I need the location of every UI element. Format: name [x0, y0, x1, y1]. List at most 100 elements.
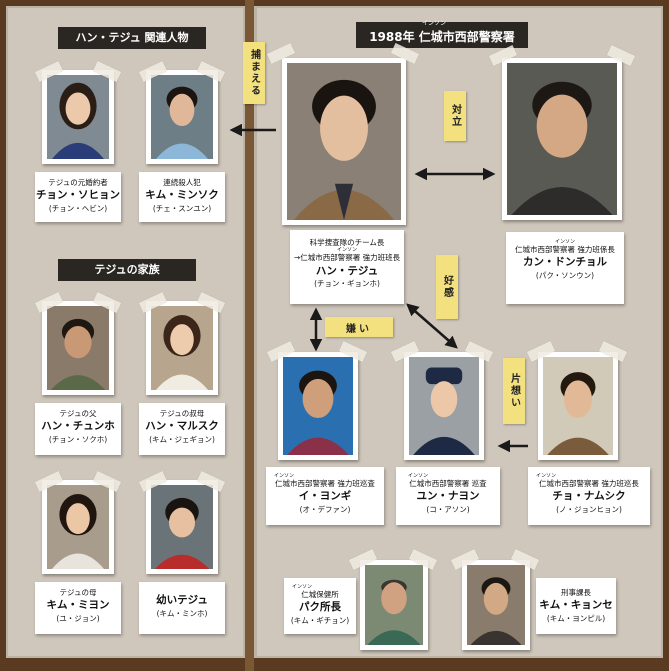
card-role: 刑事課長 [561, 588, 591, 597]
header-related: ハン・テジュ 関連人物 [58, 27, 206, 49]
card-role: 仁城市西部警察署 巡査 [409, 479, 487, 488]
card-role: 仁城市西部警察署 強力班巡長 [539, 479, 639, 488]
frame-bottom [0, 658, 669, 671]
card-park: インソン 仁城保健所 パク所長 (キム・ギチョン) [284, 578, 356, 634]
card-role: 仁城市西部警察署 強力班巡査 [275, 479, 375, 488]
card-name: チョ・ナムシク [552, 490, 626, 503]
portrait-namsik [543, 357, 613, 455]
card-namsik: インソン 仁城市西部警察署 強力班巡長 チョ・ナムシク (ノ・ジョンヒョン) [528, 467, 650, 525]
portrait-yonggi [283, 357, 353, 455]
card-name: イ・ヨンギ [298, 490, 352, 503]
card-mijoon: テジュの母 キム・ミヨン (ユ・ジョン) [35, 582, 121, 634]
card-actor: (チェ・スンユン) [152, 204, 212, 214]
photo-sohyun [42, 70, 114, 164]
card-ruby: インソン [274, 473, 295, 479]
card-actor: (キム・ギチョン) [290, 616, 350, 626]
card-role: 科学捜査隊のチーム長 [309, 238, 385, 247]
photo-malsuk [146, 301, 218, 395]
card-name: ハン・テジュ [315, 264, 379, 277]
card-name: ハン・チュンホ [41, 420, 115, 433]
card-actor: (ユ・ジョン) [56, 614, 100, 624]
portrait-kyongse [467, 565, 525, 645]
card-ruby: インソン [536, 473, 557, 479]
card-name: キム・キョンセ [539, 599, 613, 612]
card-name: キム・ミヨン [46, 599, 110, 612]
card-sohyun: テジュの元婚約者 チョン・ソヒョン (チョン・ヘビン) [35, 172, 121, 222]
header-police-text: 1988年 仁城市西部警察署 [369, 30, 515, 44]
label-crush: 片想い [503, 358, 525, 424]
portrait-taeju [287, 63, 401, 220]
card-role: 仁城保健所 [301, 590, 339, 599]
card-ruby: インソン [292, 584, 313, 590]
card-name: チョン・ソヒョン [36, 189, 120, 202]
card-role: 連続殺人犯 [163, 178, 201, 187]
card-name: 幼いテジュ [156, 594, 208, 606]
card-name: キム・ミンソク [145, 189, 219, 202]
card-ruby: インソン [336, 247, 357, 254]
label-capture: 捕まえる [243, 42, 265, 104]
card-malsuk: テジュの叔母 ハン・マルスク (キム・ジェギョン) [139, 403, 225, 455]
photo-park [360, 560, 428, 650]
card-minseok: 連続殺人犯 キム・ミンソク (チェ・スンユン) [139, 172, 225, 222]
divider-post [245, 0, 254, 671]
card-name: ハン・マルスク [145, 420, 219, 433]
card-role: テジュの元婚約者 [48, 178, 108, 187]
card-actor: (チョン・ソクホ) [48, 435, 108, 445]
photo-mijoon [42, 480, 114, 574]
photo-minseok [146, 70, 218, 164]
card-taeju: 科学捜査隊のチーム長 インソン →仁城市西部警察署 強力班班長 ハン・テジュ (… [290, 230, 404, 304]
card-role: テジュの母 [59, 588, 97, 597]
card-role: 仁城市西部警察署 強力班係長 [515, 245, 615, 254]
card-actor: (コ・アソン) [426, 505, 470, 515]
card-name: パク所長 [299, 601, 341, 614]
portrait-minseok [151, 75, 213, 159]
card-chunho: テジュの父 ハン・チュンホ (チョン・ソクホ) [35, 403, 121, 455]
card-actor: (ノ・ジョンヒョン) [556, 505, 622, 515]
card-role: テジュの叔母 [159, 409, 205, 418]
arrow-goodwill [406, 303, 458, 349]
photo-yonggi [278, 352, 358, 460]
card-dongcheol: インソン 仁城市西部警察署 強力班係長 カン・ドンチョル (パク・ソンウン) [506, 232, 624, 304]
card-actor: (パク・ソンウン) [535, 271, 595, 281]
card-ruby: インソン [554, 239, 575, 245]
label-dislike: 嫌い [325, 317, 393, 337]
portrait-park [365, 565, 423, 645]
label-rival: 対立 [444, 91, 466, 141]
photo-kyongse [462, 560, 530, 650]
card-actor: (キム・ジェギョン) [149, 435, 215, 445]
portrait-malsuk [151, 306, 213, 390]
portrait-chunho [47, 306, 109, 390]
card-actor: (チョン・ヘビン) [48, 204, 108, 214]
portrait-young-taeju [151, 485, 213, 569]
card-actor: (キム・ミンホ) [156, 608, 208, 618]
portrait-dongcheol [507, 63, 617, 215]
portrait-nayeong [409, 357, 479, 455]
frame-right [663, 0, 669, 671]
photo-nayeong [404, 352, 484, 460]
card-ruby: インソン [408, 473, 429, 479]
card-name: カン・ドンチョル [523, 256, 607, 269]
card-kyongse: 刑事課長 キム・キョンセ (キム・ヨンピル) [536, 578, 616, 634]
frame-left [0, 0, 6, 671]
portrait-sohyun [47, 75, 109, 159]
card-actor: (キム・ヨンピル) [546, 614, 606, 624]
card-name: ユン・ナヨン [416, 490, 480, 503]
frame-top [0, 0, 669, 6]
photo-taeju [282, 58, 406, 225]
card-actor: (オ・デファン) [299, 505, 351, 515]
card-yonggi: インソン 仁城市西部警察署 強力班巡査 イ・ヨンギ (オ・デファン) [266, 467, 384, 525]
header-family: テジュの家族 [58, 259, 196, 281]
portrait-mijoon [47, 485, 109, 569]
header-police-ruby: インソン [422, 20, 447, 27]
card-young-taeju: 幼いテジュ (キム・ミンホ) [139, 582, 225, 634]
photo-young-taeju [146, 480, 218, 574]
photo-namsik [538, 352, 618, 460]
photo-dongcheol [502, 58, 622, 220]
card-role: →仁城市西部警察署 強力班班長 [293, 253, 401, 263]
photo-chunho [42, 301, 114, 395]
card-nayeong: インソン 仁城市西部警察署 巡査 ユン・ナヨン (コ・アソン) [396, 467, 500, 525]
card-role: テジュの父 [59, 409, 97, 418]
label-goodwill: 好感 [436, 255, 458, 319]
